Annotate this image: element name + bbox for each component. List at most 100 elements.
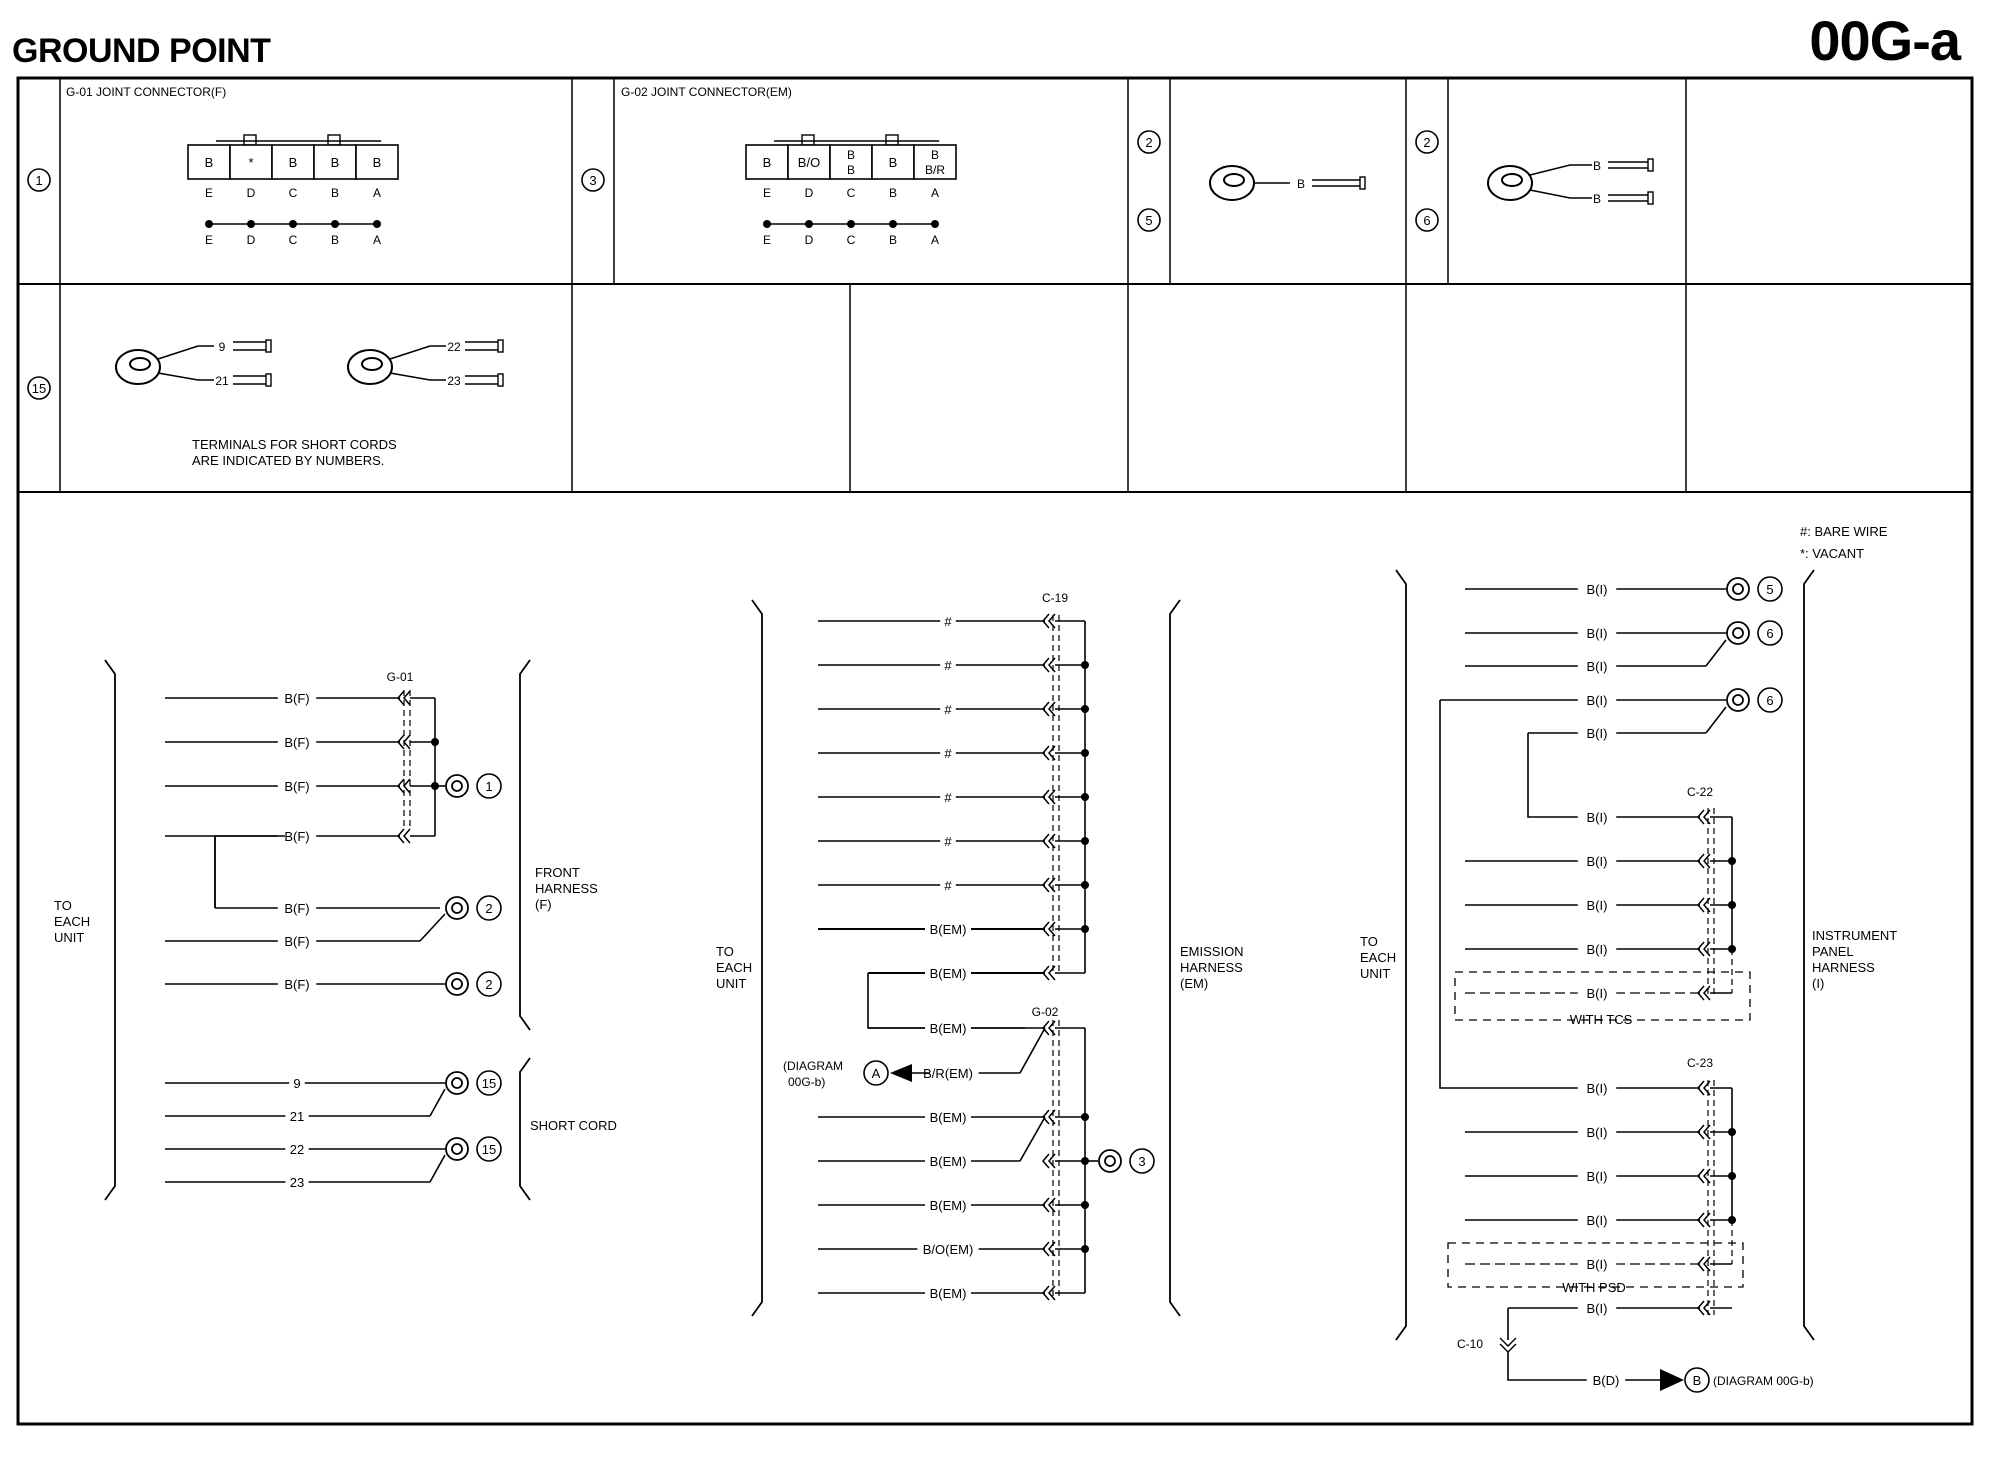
connector-chevron-icon [1048,1109,1056,1125]
ground-eyelet-inner [451,1143,463,1155]
with-tcs-label: WITH TCS [1570,1012,1633,1027]
g01-bus-letter: E [205,233,213,247]
connector-chevron-icon [1697,941,1705,957]
g01-bus-letter: D [247,233,256,247]
connector-table: 1G-01 JOINT CONNECTOR(F)3G-02 JOINT CONN… [27,85,1654,468]
ref-circle-15-label: 15 [32,381,46,396]
instrument-harness-label: INSTRUMENT [1812,928,1897,943]
label-bg [1577,1079,1617,1097]
connector-chevron-icon [403,734,411,750]
label-bg [277,777,317,795]
front-wire-label: B(F) [284,779,309,794]
g02-pin-label: B [847,148,855,162]
page-code: 00G-a [1809,9,1961,72]
connector-chevron-icon [1697,809,1705,825]
instrument-wire-label: B(I) [1587,1301,1608,1316]
connector-chevron-icon [1042,657,1050,673]
front-ground-2 [476,895,502,921]
connector-chevron-icon [1703,1212,1711,1228]
g02-pin-letter: A [931,186,939,200]
emission-side-label: UNIT [716,976,746,991]
emission-wire-label: B/O(EM) [923,1242,974,1257]
label-bg [925,964,971,982]
label-bg [1577,580,1617,598]
connector-chevron-icon [1697,1212,1705,1228]
connector-chevron-icon [1499,1337,1517,1347]
emission-wire-label: # [944,658,952,673]
ref-circle-15 [27,376,51,400]
instrument-side-label: EACH [1360,950,1396,965]
label-bg [285,1140,309,1158]
label-bg [925,1152,971,1170]
bracket-left [1395,569,1407,1341]
bracket-right [519,1057,531,1201]
label-bg [1577,624,1617,642]
g02-pin-letter: E [763,186,771,200]
front-harness-label: HARNESS [535,881,598,896]
cord-terminal-label: 9 [219,340,226,354]
cord-wire [157,345,214,360]
ground-eyelet-inner [1732,694,1744,706]
g01-pin-cell [313,144,357,180]
g02-pin-cell [745,144,789,180]
connector-chevron-icon [1697,1256,1705,1272]
front-ground-2-label: 2 [485,901,492,916]
front-wire [419,913,446,942]
emission-harness-label: EMISSION [1180,944,1244,959]
label-bg [940,788,956,806]
label-bg [940,744,956,762]
cord-terminal-label: 22 [447,340,461,354]
g01-pin-letter: C [289,186,298,200]
cord-wire [389,372,446,381]
instrument-wire-label: B(I) [1587,810,1608,825]
short-cord-wire-label: 21 [290,1109,304,1124]
ground-eyelet-inner [451,1077,463,1089]
emission-connector-top: C-19 [1042,591,1068,605]
g01-pin-cell [271,144,315,180]
g02-pin-label: B/O [798,155,820,170]
connector-chevron-icon [1042,1197,1050,1213]
connector-chevron-icon [1697,1080,1705,1096]
label-bg [1577,852,1617,870]
g01-pin-letter: B [331,186,339,200]
g01-pin-label: B [289,155,298,170]
connector-chevron-icon [1042,833,1050,849]
g01-latch [327,134,341,146]
emission-wire-label: # [944,702,952,717]
short-cord-note: TERMINALS FOR SHORT CORDS [192,437,397,452]
label-bg [277,975,317,993]
connector-chevron-icon [1042,745,1050,761]
ground-eyelet-inner [451,978,463,990]
cord-end-icon [497,373,504,387]
splice-dot [247,220,255,228]
label-bg [917,1064,979,1082]
ref-circle-1-label: 1 [35,173,42,188]
connector-chevron-icon [1048,965,1056,981]
front-wire-label: B(F) [284,901,309,916]
eyelet-wire-label: B [1593,159,1601,173]
g01-pin-label: B [331,155,340,170]
splice-dot [847,220,855,228]
front-side-label: UNIT [54,930,84,945]
connector-chevron-icon [1048,745,1056,761]
g02-pin-cell [913,144,957,180]
emission-wire-label: # [944,746,952,761]
splice-dot [1081,1201,1089,1209]
instrument-wire [1439,700,1700,1089]
emission-wire-label: B(EM) [930,922,967,937]
g01-bus-letter: C [289,233,298,247]
ref-circle-2b-label: 2 [1423,135,1430,150]
splice-dot [931,220,939,228]
instrument-ground-5-label: 5 [1766,582,1773,597]
g01-bus-letter: B [331,233,339,247]
emission-wire-label: B(EM) [930,966,967,981]
connector-chevron-icon [1048,833,1056,849]
label-bg [277,689,317,707]
ref-circle-2 [1137,130,1161,154]
connector-chevron-icon [397,828,405,844]
g02-pin-letter: D [805,186,814,200]
instrument-wire [1507,1352,1660,1381]
emission-ground-3 [1129,1148,1155,1174]
g01-pin-cell [355,144,399,180]
instrument-connector-c23: C-23 [1687,1056,1713,1070]
